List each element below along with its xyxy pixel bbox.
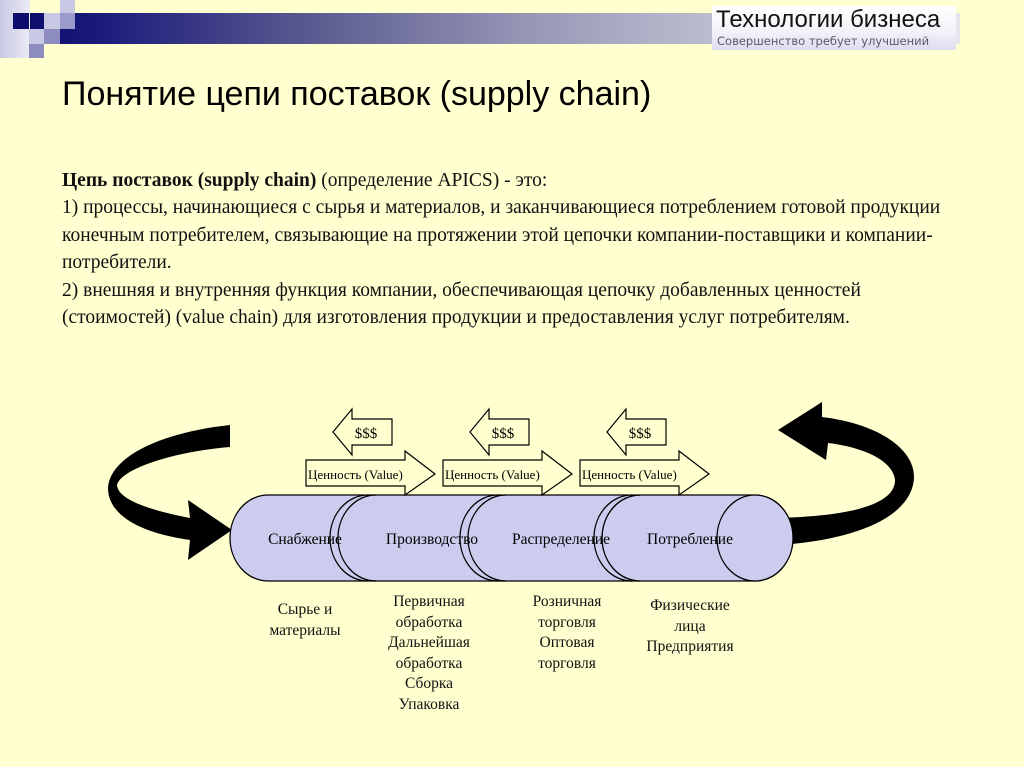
header-square (29, 44, 44, 58)
definition-point-2: 2) внешняя и внутренняя функция компании… (62, 279, 861, 329)
header-square (44, 13, 60, 29)
value-arrow-label: Ценность (Value) (308, 467, 403, 482)
stage-label-production: Производство (386, 531, 478, 548)
value-arrow-3: Ценность (Value) (579, 449, 711, 497)
header-square (44, 29, 60, 44)
stage-details-distribution: Розничная торговля Оптовая торговля (512, 592, 622, 674)
stage-details-production: Первичная обработка Дальнейшая обработка… (374, 592, 484, 715)
stage-details-supply: Сырье и материалы (250, 600, 360, 641)
stage-label-supply: Снабжение (268, 531, 342, 548)
detail-line: обработка (395, 613, 463, 631)
detail-line: торговля (538, 654, 596, 672)
stage-label-consumption: Потребление (647, 531, 733, 548)
detail-line: лица (674, 617, 706, 635)
right-loop-arrow-icon (777, 402, 915, 545)
value-arrow-label: Ценность (Value) (582, 467, 677, 482)
definition-point-1: 1) процессы, начинающиеся с сырья и мате… (62, 197, 941, 274)
brand-logo-box (712, 6, 956, 50)
definition-heading: Цепь поставок (supply chain) (определени… (62, 167, 962, 194)
header-square (60, 0, 75, 13)
definition-term: Цепь поставок (supply chain) (62, 170, 317, 191)
detail-line: Розничная (532, 593, 602, 610)
cylinder-supply (229, 494, 377, 582)
header-square (29, 29, 44, 44)
slide-title: Понятие цепи поставок (supply chain) (62, 75, 652, 113)
detail-line: Оптовая (539, 634, 595, 651)
definition-intro: (определение APICS) - это: (316, 170, 548, 191)
detail-line: Дальнейшая (388, 634, 470, 651)
cylinder-consumption (601, 494, 794, 582)
value-arrow-2: Ценность (Value) (442, 449, 574, 497)
detail-line: Сырье и (277, 601, 333, 618)
detail-line: обработка (395, 654, 463, 672)
left-loop-arrow-icon (108, 425, 232, 560)
header-square (60, 13, 75, 29)
money-arrow-label: $$$ (629, 426, 652, 442)
value-arrow-label: Ценность (Value) (445, 467, 540, 482)
money-arrow-2: $$$ (469, 407, 530, 457)
detail-line: Первичная (393, 593, 465, 610)
detail-line: Упаковка (398, 695, 460, 713)
money-arrow-label: $$$ (355, 426, 378, 442)
detail-line: Физические (650, 597, 730, 614)
money-arrow-label: $$$ (492, 426, 515, 442)
detail-line: торговля (538, 613, 596, 631)
stage-details-consumption: Физические лица Предприятия (635, 596, 745, 658)
money-arrow-3: $$$ (606, 407, 667, 457)
detail-line: Предприятия (646, 638, 734, 655)
header-square (13, 13, 29, 29)
detail-line: материалы (269, 621, 341, 639)
money-arrow-1: $$$ (332, 407, 393, 457)
header-square (0, 0, 30, 58)
definition-text: Цепь поставок (supply chain) (определени… (62, 167, 962, 331)
brand-tagline: Совершенство требует улучшений (717, 34, 930, 48)
stage-label-distribution: Распределение (512, 531, 610, 548)
value-arrow-1: Ценность (Value) (305, 449, 437, 497)
detail-line: Сборка (404, 675, 454, 692)
brand-title: Технологии бизнеса (716, 6, 941, 33)
